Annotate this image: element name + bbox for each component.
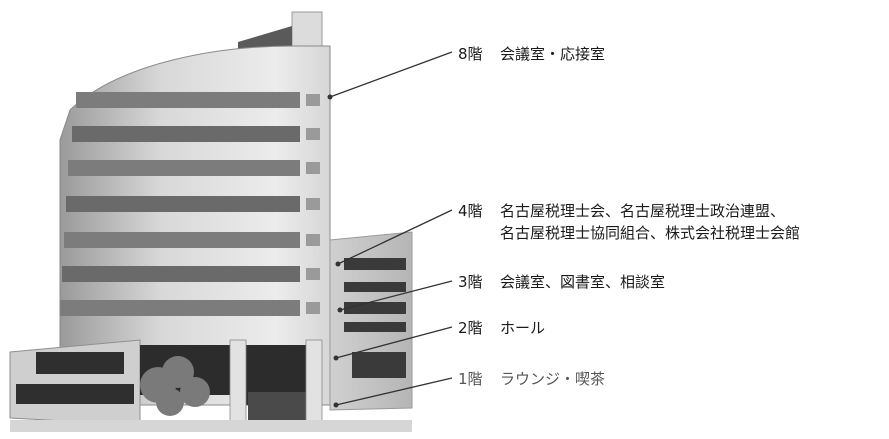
floor-description: 会議室・応接室 (500, 45, 606, 63)
floor-number: 4階 (458, 202, 483, 220)
window-square (306, 234, 320, 246)
floor-label-3: 3階会議室、図書室、相談室 (458, 271, 665, 293)
leader-lines (327, 51, 453, 408)
podium-windows (16, 352, 134, 404)
leader-dot (335, 261, 341, 267)
leader-line (339, 280, 453, 311)
window-square (306, 128, 320, 140)
floor-description-line-1: 名古屋税理士会、名古屋税理士政治連盟、 (500, 202, 786, 220)
leader-line (337, 209, 453, 265)
window-square (306, 268, 320, 280)
floor-number: 2階 (458, 319, 483, 337)
window-band (62, 266, 300, 282)
side-wing-windows (344, 258, 406, 378)
window-band (72, 126, 300, 142)
leader-dot (327, 94, 333, 100)
floor-number: 1階 (458, 370, 483, 388)
window-square (306, 198, 320, 210)
floor-description-line-2: 名古屋税理士協同組合、株式会社税理士会館 (500, 224, 801, 242)
window-band (66, 196, 300, 212)
tree (140, 356, 210, 416)
floor-number: 8階 (458, 45, 483, 63)
floor-description: 会議室、図書室、相談室 (500, 273, 666, 291)
window-band (76, 92, 300, 108)
window-square (306, 94, 320, 106)
entrance-columns (229, 339, 323, 429)
leader-dot (333, 402, 339, 408)
leader-line (335, 326, 453, 359)
floor-label-8: 8階会議室・応接室 (458, 43, 605, 65)
floor-label-4: 4階名古屋税理士会、名古屋税理士政治連盟、名古屋税理士協同組合、株式会社税理士会… (458, 200, 800, 244)
window-bands (60, 92, 320, 316)
leader-dot (337, 307, 343, 313)
leader-dot (333, 355, 339, 361)
window-band (64, 232, 300, 248)
window-band (60, 300, 300, 316)
floor-description: ホール (500, 319, 546, 337)
window-square (306, 162, 320, 174)
ground (10, 420, 412, 432)
leader-line (329, 51, 453, 98)
leader-line (335, 377, 453, 406)
floor-label-2: 2階ホール (458, 317, 545, 339)
floor-description: ラウンジ・喫茶 (500, 370, 606, 388)
floor-number: 3階 (458, 273, 483, 291)
floor-label-1: 1階ラウンジ・喫茶 (458, 368, 605, 390)
window-square (306, 302, 320, 314)
window-band (68, 160, 300, 176)
